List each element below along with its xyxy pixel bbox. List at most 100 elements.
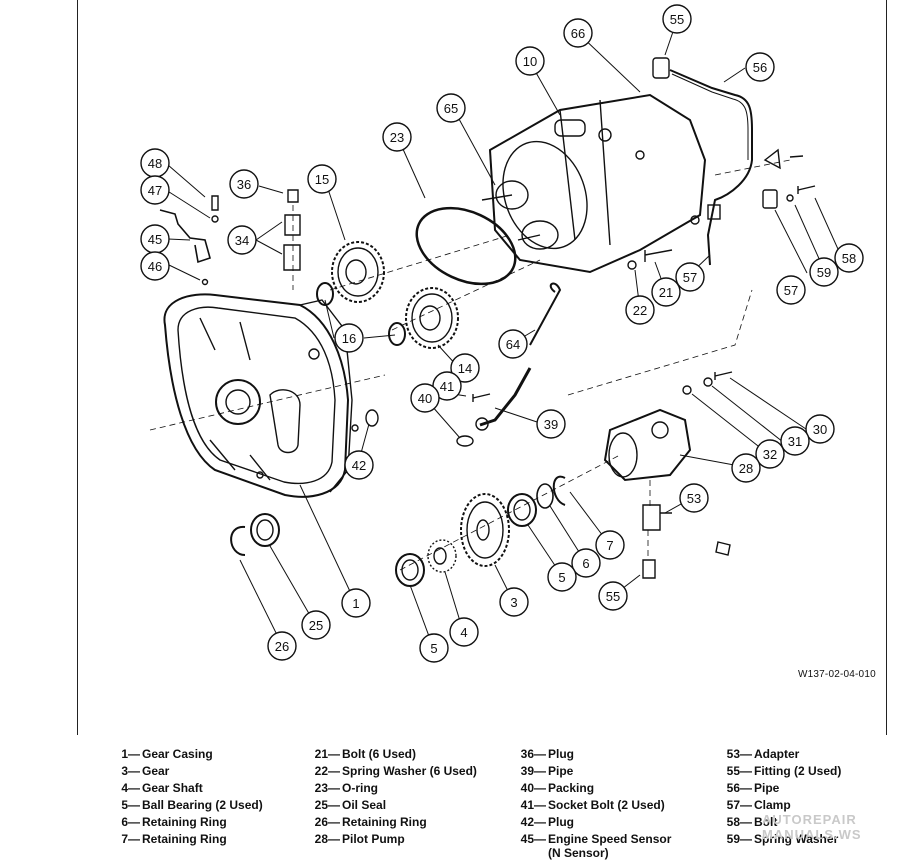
legend-item: 23—O-ring bbox=[314, 781, 378, 795]
pipe-39-part bbox=[479, 367, 532, 427]
centerlines bbox=[149, 159, 791, 571]
svg-text:42: 42 bbox=[352, 458, 366, 473]
washer-32-part bbox=[682, 385, 692, 395]
figure-code: W137-02-04-010 bbox=[798, 669, 876, 680]
svg-text:30: 30 bbox=[813, 422, 827, 437]
legend-item: 55—Fitting (2 Used) bbox=[726, 764, 842, 778]
svg-text:23: 23 bbox=[390, 130, 404, 145]
legend-column-1: 1—Gear Casing 3—Gear 4—Gear Shaft 5—Ball… bbox=[100, 746, 263, 848]
callout-64: 64 bbox=[498, 329, 528, 359]
svg-text:34: 34 bbox=[235, 233, 249, 248]
dipstick-64-part bbox=[529, 282, 562, 346]
legend-item: 45—Engine Speed Sensor bbox=[520, 832, 672, 846]
legend-item: 1—Gear Casing bbox=[121, 747, 213, 761]
callout-30: 30 bbox=[805, 414, 835, 444]
svg-text:5: 5 bbox=[558, 570, 565, 585]
callout-16: 16 bbox=[334, 323, 364, 353]
legend-item: 6—Retaining Ring bbox=[121, 815, 227, 829]
callout-34: 34 bbox=[227, 225, 257, 255]
svg-text:46: 46 bbox=[148, 259, 162, 274]
callout-40: 40 bbox=[410, 383, 440, 413]
legend-item: 41—Socket Bolt (2 Used) bbox=[520, 798, 665, 812]
callout-56: 56 bbox=[745, 52, 775, 82]
callout-26: 26 bbox=[267, 631, 297, 661]
retaining-ring-16a bbox=[316, 282, 334, 306]
legend-item: 56—Pipe bbox=[726, 781, 780, 795]
svg-text:64: 64 bbox=[506, 337, 520, 352]
callout-5-right: 5 bbox=[547, 562, 577, 592]
callouts: 48 47 45 46 36 34 15 23 65 10 66 55 56 1… bbox=[140, 4, 864, 663]
svg-text:53: 53 bbox=[687, 491, 701, 506]
svg-text:45: 45 bbox=[148, 232, 162, 247]
callout-46: 46 bbox=[140, 251, 170, 281]
svg-text:26: 26 bbox=[275, 639, 289, 654]
plug-36-part bbox=[287, 189, 299, 203]
svg-text:6: 6 bbox=[582, 556, 589, 571]
legend-item: 21—Bolt (6 Used) bbox=[314, 747, 417, 761]
legend-item: 58—Bolt bbox=[726, 815, 778, 829]
legend-item: 59—Spring Washer bbox=[726, 832, 839, 846]
legend-item: 36—Plug bbox=[520, 747, 574, 761]
legend-item: 28—Pilot Pump bbox=[314, 832, 405, 846]
clamp-57-part bbox=[762, 189, 778, 209]
callout-42: 42 bbox=[344, 450, 374, 480]
engine-speed-sensor-part bbox=[159, 209, 211, 264]
svg-text:58: 58 bbox=[842, 251, 856, 266]
legend-item: 5—Ball Bearing (2 Used) bbox=[121, 798, 263, 812]
svg-text:5: 5 bbox=[430, 641, 437, 656]
svg-text:57: 57 bbox=[683, 270, 697, 285]
callout-1: 1 bbox=[341, 588, 371, 618]
retaining-ring-7-part bbox=[552, 475, 566, 506]
legend-item: 7—Retaining Ring bbox=[121, 832, 227, 846]
legend-item: 3—Gear bbox=[121, 764, 170, 778]
callout-7: 7 bbox=[595, 530, 625, 560]
fitting-55-top bbox=[652, 57, 670, 79]
svg-text:56: 56 bbox=[753, 60, 767, 75]
legend-column-3: 36—Plug 39—Pipe 40—Packing 41—Socket Bol… bbox=[506, 746, 672, 861]
svg-text:47: 47 bbox=[148, 183, 162, 198]
callout-55-bottom: 55 bbox=[598, 581, 628, 611]
bolt-30-part bbox=[714, 371, 733, 380]
svg-text:4: 4 bbox=[460, 625, 467, 640]
svg-text:1: 1 bbox=[352, 596, 359, 611]
callout-53: 53 bbox=[679, 483, 709, 513]
svg-text:36: 36 bbox=[237, 177, 251, 192]
callout-28: 28 bbox=[731, 453, 761, 483]
callout-15: 15 bbox=[307, 164, 337, 194]
callout-32: 32 bbox=[755, 439, 785, 469]
callout-23: 23 bbox=[382, 122, 412, 152]
legend-item: 40—Packing bbox=[520, 781, 595, 795]
retaining-ring-16b bbox=[388, 322, 406, 346]
pipe-56-part bbox=[669, 69, 753, 266]
pilot-pump-part bbox=[603, 408, 692, 482]
packing-40-part bbox=[456, 435, 474, 447]
svg-text:40: 40 bbox=[418, 391, 432, 406]
callout-22: 22 bbox=[625, 295, 655, 325]
svg-text:41: 41 bbox=[440, 379, 454, 394]
legend-item: 22—Spring Washer (6 Used) bbox=[314, 764, 477, 778]
callout-65: 65 bbox=[436, 93, 466, 123]
callout-10: 10 bbox=[515, 46, 545, 76]
svg-text:48: 48 bbox=[148, 156, 162, 171]
callout-36: 36 bbox=[229, 169, 259, 199]
svg-text:3: 3 bbox=[510, 595, 517, 610]
svg-text:15: 15 bbox=[315, 172, 329, 187]
callout-55-top: 55 bbox=[662, 4, 692, 34]
legend-item: 25—Oil Seal bbox=[314, 798, 387, 812]
callout-6: 6 bbox=[571, 548, 601, 578]
svg-text:32: 32 bbox=[763, 447, 777, 462]
callout-66: 66 bbox=[563, 18, 593, 48]
svg-text:25: 25 bbox=[309, 618, 323, 633]
ball-bearing-5a-part bbox=[507, 493, 537, 527]
legend-item: 57—Clamp bbox=[726, 798, 791, 812]
washer-22-part bbox=[627, 260, 637, 270]
gear-14-part bbox=[405, 287, 459, 349]
svg-text:14: 14 bbox=[458, 361, 472, 376]
callout-14: 14 bbox=[450, 353, 480, 383]
callout-5-left: 5 bbox=[419, 633, 449, 663]
legend-column-4: 53—Adapter 55—Fitting (2 Used) 56—Pipe 5… bbox=[712, 746, 842, 848]
gear-3-part bbox=[460, 493, 510, 567]
legend-item: 53—Adapter bbox=[726, 747, 800, 761]
fitting-55-bottom bbox=[642, 559, 656, 579]
bolt-58-part bbox=[797, 185, 816, 194]
